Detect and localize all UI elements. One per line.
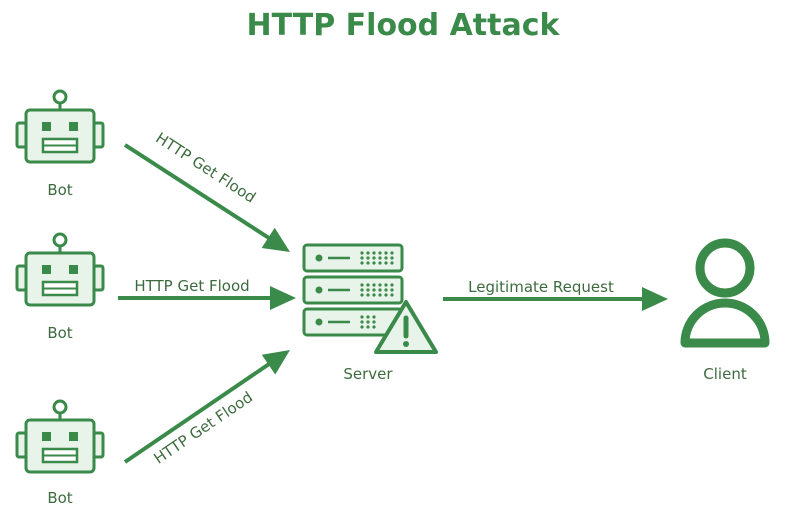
bot-2-label: Bot — [47, 324, 72, 342]
arrow-3-label: HTTP Get Flood — [150, 388, 256, 468]
robot-icon — [15, 232, 105, 307]
user-icon — [680, 238, 770, 348]
arrow-bot-1-to-server: HTTP Get Flood — [123, 129, 297, 263]
bot-3-label: Bot — [47, 489, 72, 507]
warning-icon — [374, 300, 438, 354]
bot-3: Bot — [15, 399, 105, 507]
server: Server — [302, 243, 438, 383]
robot-icon — [15, 399, 105, 474]
server-label: Server — [343, 365, 393, 383]
server-warning-icon — [302, 243, 438, 354]
robot-icon — [15, 89, 105, 164]
arrow-server-to-client: Legitimate Request — [443, 278, 668, 311]
arrow-4-label: Legitimate Request — [468, 278, 614, 296]
bot-1: Bot — [15, 89, 105, 199]
arrow-bot-2-to-server: HTTP Get Flood — [118, 277, 296, 310]
bot-1-label: Bot — [47, 181, 72, 199]
client: Client — [680, 238, 770, 383]
bot-2: Bot — [15, 232, 105, 342]
arrow-2-label: HTTP Get Flood — [134, 277, 249, 295]
client-label: Client — [703, 365, 747, 383]
arrow-bot-3-to-server: HTTP Get Flood — [123, 340, 297, 468]
diagram-title: HTTP Flood Attack — [246, 8, 560, 43]
